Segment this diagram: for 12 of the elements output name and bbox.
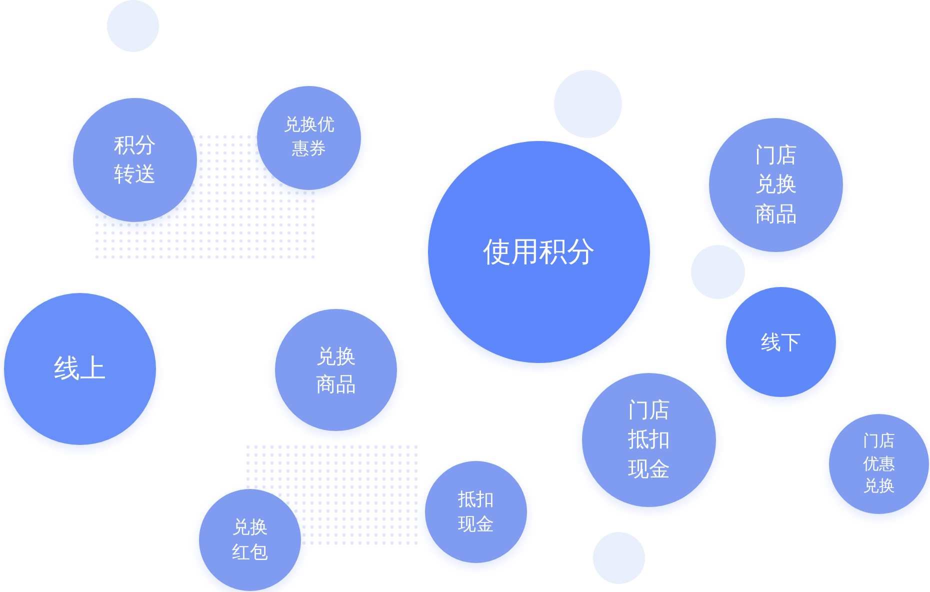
bubble-label: 抵扣现金 xyxy=(457,488,495,537)
bubble-label: 兑换优惠券 xyxy=(282,114,336,161)
bubble-label: 线上 xyxy=(53,352,107,386)
bubble-label: 门店抵扣现金 xyxy=(627,396,671,483)
decor-circle xyxy=(691,245,745,299)
bubble-label: 线下 xyxy=(760,329,802,356)
bubble-label: 积分转送 xyxy=(113,132,157,188)
bubble-label: 门店兑换商品 xyxy=(754,142,798,228)
bubble-label: 门店优惠兑换 xyxy=(862,430,896,498)
bubble-label: 使用积分 xyxy=(482,234,596,270)
bubble-label: 兑换红包 xyxy=(231,516,269,565)
bubble-label: 兑换商品 xyxy=(315,343,357,398)
